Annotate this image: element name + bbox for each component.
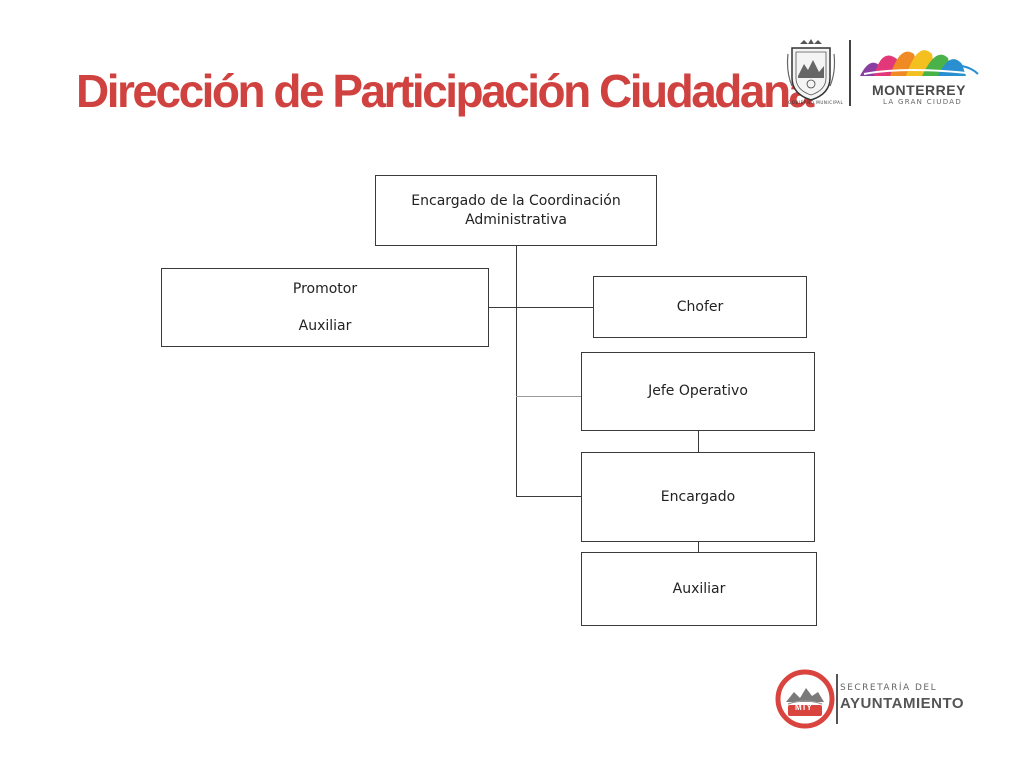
connector-jefe	[516, 396, 582, 398]
connector-encargado-auxiliar	[698, 541, 700, 552]
promotor-label: Promotor	[292, 280, 358, 297]
box-encargado: Encargado	[581, 452, 815, 542]
monterrey-wordmark: MONTERREY	[872, 82, 966, 98]
box-coordinacion-administrativa: Encargado de la Coordinación Administrat…	[375, 175, 657, 246]
box-jefe-operativo: Jefe Operativo	[581, 352, 815, 431]
secretaria-label: SECRETARÍA DEL	[840, 683, 938, 693]
coat-of-arms-icon	[786, 39, 836, 101]
monterrey-logo	[786, 39, 979, 106]
coordinacion-line2: Administrativa	[465, 211, 567, 228]
coordinacion-line1: Encargado de la Coordinación	[411, 192, 621, 209]
box-promotor-auxiliar: Promotor Auxiliar	[161, 268, 489, 347]
auxiliar-label: Auxiliar	[672, 580, 726, 597]
connector-chofer	[516, 307, 594, 309]
ayuntamiento-label: AYUNTAMIENTO	[840, 695, 965, 712]
gobierno-municipal-label: GOBIERNO MUNICIPAL	[788, 100, 844, 105]
box-auxiliar: Auxiliar	[581, 552, 817, 626]
jefe-operativo-label: Jefe Operativo	[648, 383, 748, 400]
page-title: Dirección de Participación Ciudadana	[76, 65, 814, 117]
promotor-auxiliar-label: Auxiliar	[298, 317, 352, 334]
encargado-label: Encargado	[660, 488, 736, 505]
colorful-mountains-icon	[860, 50, 979, 76]
monterrey-tagline: LA GRAN CIUDAD	[883, 98, 963, 106]
connector-jefe-encargado	[698, 430, 700, 452]
secretaria-seal-icon	[775, 669, 838, 729]
chofer-label: Chofer	[676, 298, 724, 315]
mty-badge-label: MTY	[795, 703, 812, 712]
box-chofer: Chofer	[593, 276, 807, 338]
connector-encargado	[516, 496, 582, 498]
connector-main-vertical	[516, 246, 518, 497]
connector-promotor	[489, 307, 516, 309]
